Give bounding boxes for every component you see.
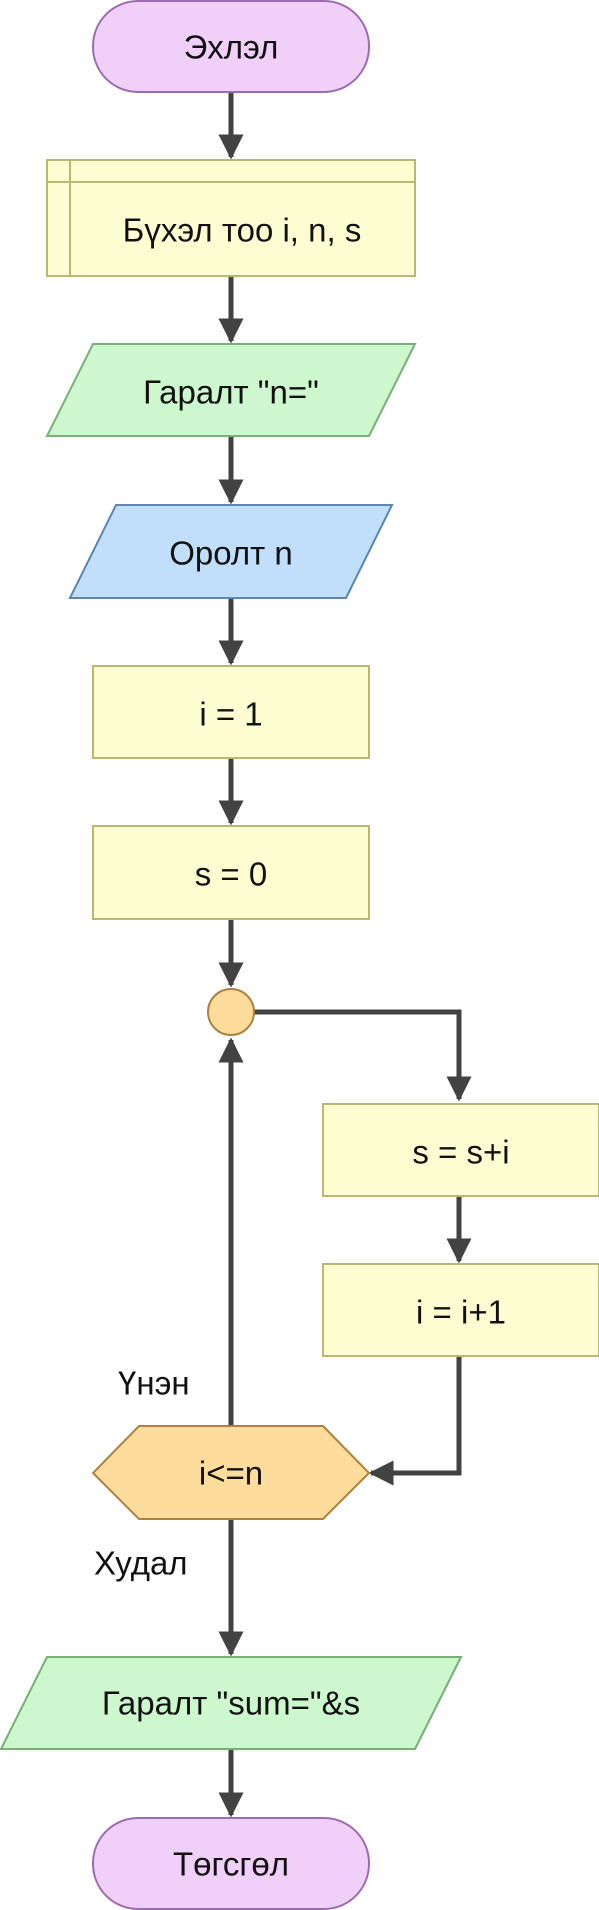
declare-shape	[46, 159, 416, 277]
node-output-n: Гаралт "n="	[45, 343, 417, 437]
edge-label-true: Үнэн	[118, 1365, 190, 1402]
end-terminal-shape	[92, 1817, 370, 1910]
edge-connector-to-add	[254, 1009, 472, 1102]
edge-label-false: Худал	[94, 1545, 188, 1582]
increment-shape	[322, 1263, 599, 1357]
assign-i-shape	[92, 665, 370, 759]
node-add: s = s+i	[322, 1103, 599, 1197]
node-start: Эхлэл	[92, 0, 370, 93]
node-declare: Бүхэл тоо i, n, s	[46, 159, 416, 277]
assign-s-label: s = 0	[195, 856, 267, 893]
node-assign-s: s = 0	[92, 825, 370, 920]
start-terminal-shape	[92, 0, 370, 93]
add-shape	[322, 1103, 599, 1197]
end-label: Төгсгөл	[173, 1846, 289, 1883]
node-connector	[207, 988, 255, 1036]
condition-label: i<=n	[199, 1455, 263, 1492]
node-end: Төгсгөл	[92, 1817, 370, 1910]
start-label: Эхлэл	[184, 29, 279, 66]
input-n-parallelogram	[68, 504, 394, 599]
node-condition: i<=n	[91, 1425, 371, 1520]
output-sum-label: Гаралт "sum="&s	[102, 1685, 360, 1722]
input-n-label: Оролт n	[169, 535, 293, 572]
declare-label: Бүхэл тоо i, n, s	[123, 212, 362, 249]
condition-hexagon	[91, 1425, 371, 1520]
node-increment: i = i+1	[322, 1263, 599, 1357]
edges	[218, 93, 472, 1818]
assign-s-shape	[92, 825, 370, 920]
increment-label: i = i+1	[416, 1294, 506, 1331]
output-n-label: Гаралт "n="	[143, 374, 319, 411]
node-input-n: Оролт n	[68, 504, 394, 599]
loop-connector-circle	[207, 988, 255, 1036]
node-output-sum: Гаралт "sum="&s	[0, 1656, 463, 1750]
edge-increment-to-condition	[368, 1357, 462, 1486]
add-label: s = s+i	[412, 1134, 509, 1171]
output-sum-parallelogram	[0, 1656, 463, 1750]
assign-i-label: i = 1	[199, 696, 262, 733]
output-n-parallelogram	[45, 343, 417, 437]
node-assign-i: i = 1	[92, 665, 370, 759]
